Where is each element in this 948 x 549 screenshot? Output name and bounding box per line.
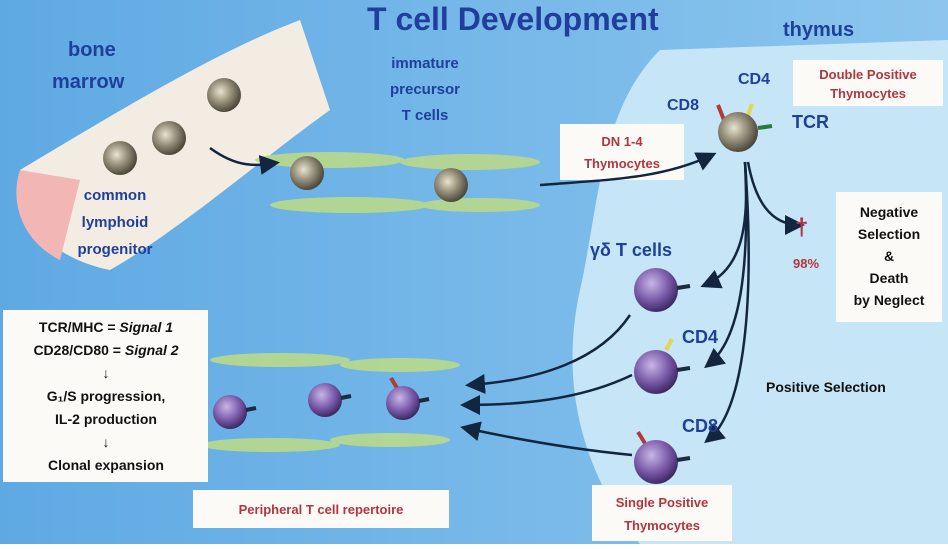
positive-selection-label: Positive Selection [766,379,886,395]
neg-line: Selection [858,226,920,242]
bone-marrow-label-2: marrow [52,71,125,93]
cd4-sp-label: CD4 [682,327,718,347]
double-positive-label: Double Positive [819,67,917,82]
signal-1-line: TCR/MHC = Signal 1 [39,319,173,335]
signal-2-line: CD28/CD80 = Signal 2 [33,342,178,358]
down-arrow-icon: ↓ [103,434,110,450]
peripheral-label: Peripheral T cell repertoire [239,502,404,517]
dn-label: DN 1-4 [601,134,643,149]
dagger-icon: † [795,214,808,241]
signal-line: IL-2 production [55,411,157,427]
tcr-label: TCR [792,112,829,132]
neg-line: & [884,248,894,264]
signal-line: Clonal expansion [48,457,164,473]
bone-marrow-label: bone [68,39,116,61]
clp-line: progenitor [78,241,153,258]
gd-t-cells-label: γδ T cells [590,240,672,260]
neg-line: by Neglect [854,292,925,308]
dn-label: Thymocytes [584,156,660,171]
neg-line: Negative [860,204,919,220]
immature-line: T cells [402,107,449,124]
immature-line: precursor [390,81,460,98]
signal-line: G₁/S progression, [47,388,166,404]
death-percent: 98% [793,256,819,271]
cd8-label: CD8 [667,97,699,114]
cd8-sp-label: CD8 [682,416,718,436]
clp-label: common lymphoid progenitor [78,187,153,258]
cd4-label: CD4 [738,71,770,88]
page-title: T cell Development [367,1,659,37]
immature-line: immature [391,55,459,72]
down-arrow-icon: ↓ [103,365,110,381]
single-positive-label: Thymocytes [624,518,700,533]
double-positive-label: Thymocytes [830,86,906,101]
clp-line: lymphoid [82,214,149,231]
thymus-label: thymus [783,19,854,41]
neg-line: Death [870,270,909,286]
single-positive-label: Single Positive [616,495,708,510]
clp-line: common [84,187,147,204]
